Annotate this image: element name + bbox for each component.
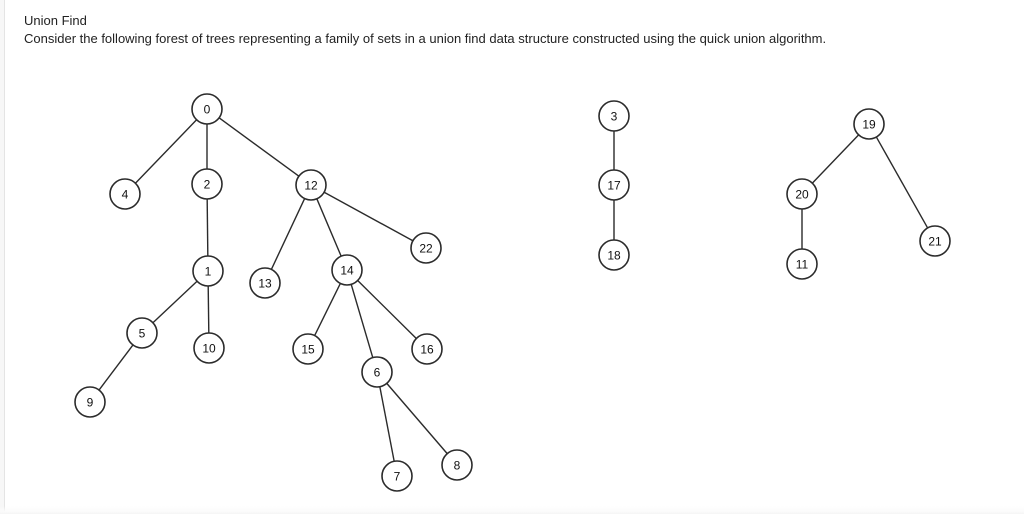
tree-edge-14-15 xyxy=(314,283,341,336)
node-circle-21[interactable] xyxy=(919,225,951,257)
tree-edge-5-9 xyxy=(98,344,134,391)
node-label-3: 3 xyxy=(611,110,618,124)
tree-node-17[interactable]: 17 xyxy=(598,169,630,201)
tree-node-8[interactable]: 8 xyxy=(441,449,473,481)
tree-edge-1-10 xyxy=(207,285,210,334)
tree-node-20[interactable]: 20 xyxy=(786,178,818,210)
tree-edge-14-6 xyxy=(350,284,374,358)
tree-edge-19-21 xyxy=(875,136,929,229)
node-circle-15[interactable] xyxy=(292,333,324,365)
node-circle-14[interactable] xyxy=(331,254,363,286)
tree-node-6[interactable]: 6 xyxy=(361,356,393,388)
node-label-13: 13 xyxy=(258,277,272,291)
tree-node-0[interactable]: 0 xyxy=(191,93,223,125)
tree-node-18[interactable]: 18 xyxy=(598,239,630,271)
node-label-8: 8 xyxy=(454,459,461,473)
tree-edge-6-7 xyxy=(379,386,395,462)
tree-node-10[interactable]: 10 xyxy=(193,332,225,364)
page-subtitle: Consider the following forest of trees r… xyxy=(24,31,827,46)
tree-node-7[interactable]: 7 xyxy=(381,460,413,492)
node-circle-11[interactable] xyxy=(786,248,818,280)
node-circle-1[interactable] xyxy=(192,255,224,287)
node-circle-8[interactable] xyxy=(441,449,473,481)
node-circle-17[interactable] xyxy=(598,169,630,201)
header: Union Find Consider the following forest… xyxy=(24,12,984,48)
tree-node-14[interactable]: 14 xyxy=(331,254,363,286)
tree-edge-12-22 xyxy=(323,191,414,242)
tree-node-11[interactable]: 11 xyxy=(786,248,818,280)
node-circle-12[interactable] xyxy=(295,169,327,201)
tree-node-9[interactable]: 9 xyxy=(74,386,106,418)
node-circle-10[interactable] xyxy=(193,332,225,364)
tree-node-3[interactable]: 3 xyxy=(598,100,630,132)
node-label-7: 7 xyxy=(394,470,401,484)
node-label-17: 17 xyxy=(607,179,621,193)
tree-edge-14-16 xyxy=(357,280,417,339)
tree-edge-1-5 xyxy=(152,280,198,324)
node-circle-18[interactable] xyxy=(598,239,630,271)
node-label-6: 6 xyxy=(374,366,381,380)
tree-edge-0-4 xyxy=(134,119,198,184)
tree-node-13[interactable]: 13 xyxy=(249,267,281,299)
tree-node-4[interactable]: 4 xyxy=(109,178,141,210)
node-circle-9[interactable] xyxy=(74,386,106,418)
node-label-14: 14 xyxy=(340,264,354,278)
tree-node-5[interactable]: 5 xyxy=(126,317,158,349)
node-circle-3[interactable] xyxy=(598,100,630,132)
node-label-22: 22 xyxy=(419,242,433,256)
tree-node-1[interactable]: 1 xyxy=(192,255,224,287)
node-circle-0[interactable] xyxy=(191,93,223,125)
node-label-9: 9 xyxy=(87,396,94,410)
tree-node-16[interactable]: 16 xyxy=(411,333,443,365)
tree-edge-19-20 xyxy=(811,134,860,184)
node-label-15: 15 xyxy=(301,343,315,357)
node-label-10: 10 xyxy=(202,342,216,356)
node-circle-2[interactable] xyxy=(191,168,223,200)
node-label-20: 20 xyxy=(795,188,809,202)
tree-edge-0-12 xyxy=(218,117,300,177)
tree-node-2[interactable]: 2 xyxy=(191,168,223,200)
node-label-5: 5 xyxy=(139,327,146,341)
node-circle-19[interactable] xyxy=(853,108,885,140)
node-label-21: 21 xyxy=(928,235,942,249)
node-circle-5[interactable] xyxy=(126,317,158,349)
tree-edge-12-13 xyxy=(270,198,306,270)
node-circle-4[interactable] xyxy=(109,178,141,210)
tree-node-12[interactable]: 12 xyxy=(295,169,327,201)
left-gutter xyxy=(0,0,5,514)
node-label-12: 12 xyxy=(304,179,318,193)
node-circle-20[interactable] xyxy=(786,178,818,210)
node-label-18: 18 xyxy=(607,249,621,263)
node-label-11: 11 xyxy=(796,258,809,272)
node-circle-7[interactable] xyxy=(381,460,413,492)
node-label-0: 0 xyxy=(204,103,211,117)
node-circle-13[interactable] xyxy=(249,267,281,299)
tree-node-15[interactable]: 15 xyxy=(292,333,324,365)
node-label-16: 16 xyxy=(420,343,434,357)
bottom-edge-shadow xyxy=(0,506,1024,514)
node-label-1: 1 xyxy=(205,265,212,279)
tree-node-21[interactable]: 21 xyxy=(919,225,951,257)
node-circle-16[interactable] xyxy=(411,333,443,365)
node-label-19: 19 xyxy=(862,118,876,132)
tree-edge-2-1 xyxy=(206,198,209,257)
node-circle-22[interactable] xyxy=(410,232,442,264)
tree-node-19[interactable]: 19 xyxy=(853,108,885,140)
page-title: Union Find xyxy=(24,13,87,28)
edges-layer xyxy=(98,117,929,462)
node-label-2: 2 xyxy=(204,178,211,192)
node-label-4: 4 xyxy=(122,188,129,202)
tree-edge-6-8 xyxy=(386,382,448,455)
tree-edge-12-14 xyxy=(316,198,342,257)
tree-node-22[interactable]: 22 xyxy=(410,232,442,264)
node-circle-6[interactable] xyxy=(361,356,393,388)
